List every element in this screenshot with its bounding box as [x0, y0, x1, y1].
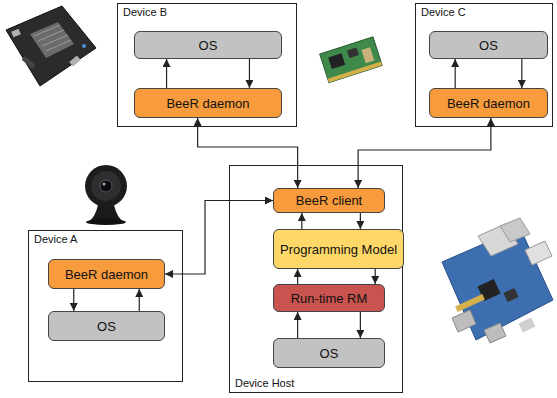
- connector-arrow: [521, 59, 522, 88]
- connector-arrow: [166, 59, 167, 88]
- device-label: Device A: [34, 233, 177, 246]
- box-label: BeeR client: [296, 193, 362, 208]
- device-label: Device Host: [235, 377, 397, 390]
- box-label: OS: [479, 38, 498, 53]
- box-label: OS: [320, 346, 339, 361]
- resource-manager-box: Run-time RM: [273, 284, 385, 312]
- box-label: OS: [199, 38, 218, 53]
- camera-picture: [85, 165, 127, 225]
- os-box: OS: [48, 311, 165, 341]
- os-box: OS: [134, 31, 282, 59]
- connector-arrow: [73, 289, 74, 311]
- device-box: Device C OS BeeR daemon: [415, 3, 553, 127]
- connector-arrow: [455, 59, 456, 88]
- connector-arrow: [297, 312, 298, 338]
- daemon-box: BeeR daemon: [429, 88, 548, 118]
- connector-arrow: [139, 289, 140, 311]
- connector-arrow: [358, 118, 491, 188]
- daemon-box: BeeR daemon: [48, 259, 165, 289]
- daemon-box: BeeR daemon: [134, 88, 282, 118]
- connector-arrow: [249, 59, 250, 88]
- box-label: OS: [97, 319, 116, 334]
- programming-model-box: Programming Model: [273, 229, 404, 269]
- box-label: BeeR daemon: [447, 96, 530, 111]
- dev-board-picture: [6, 6, 96, 86]
- box-label: BeeR daemon: [65, 267, 148, 282]
- connector-arrow: [301, 213, 302, 229]
- box-label: Programming Model: [280, 242, 397, 257]
- os-box: OS: [429, 31, 548, 59]
- connector-arrow: [375, 269, 376, 284]
- connector-arrow: [297, 269, 298, 284]
- single-board-computer-picture: [442, 218, 553, 343]
- host-box: Device Host BeeR clientProgramming ModelR…: [229, 165, 403, 393]
- box-label: BeeR daemon: [166, 96, 249, 111]
- connector-arrow: [360, 312, 361, 338]
- module-picture: [320, 37, 383, 83]
- connector-arrow: [360, 213, 361, 229]
- connector-arrow: [165, 201, 273, 275]
- os-box: OS: [273, 338, 385, 368]
- device-label: Device C: [421, 6, 547, 19]
- client-box: BeeR client: [273, 188, 385, 213]
- device-box: Device A BeeR daemonOS: [28, 230, 183, 382]
- device-label: Device B: [123, 6, 291, 19]
- box-label: Run-time RM: [291, 291, 368, 306]
- connector-arrow: [198, 118, 298, 188]
- device-box: Device B OS BeeR daemon: [117, 3, 297, 127]
